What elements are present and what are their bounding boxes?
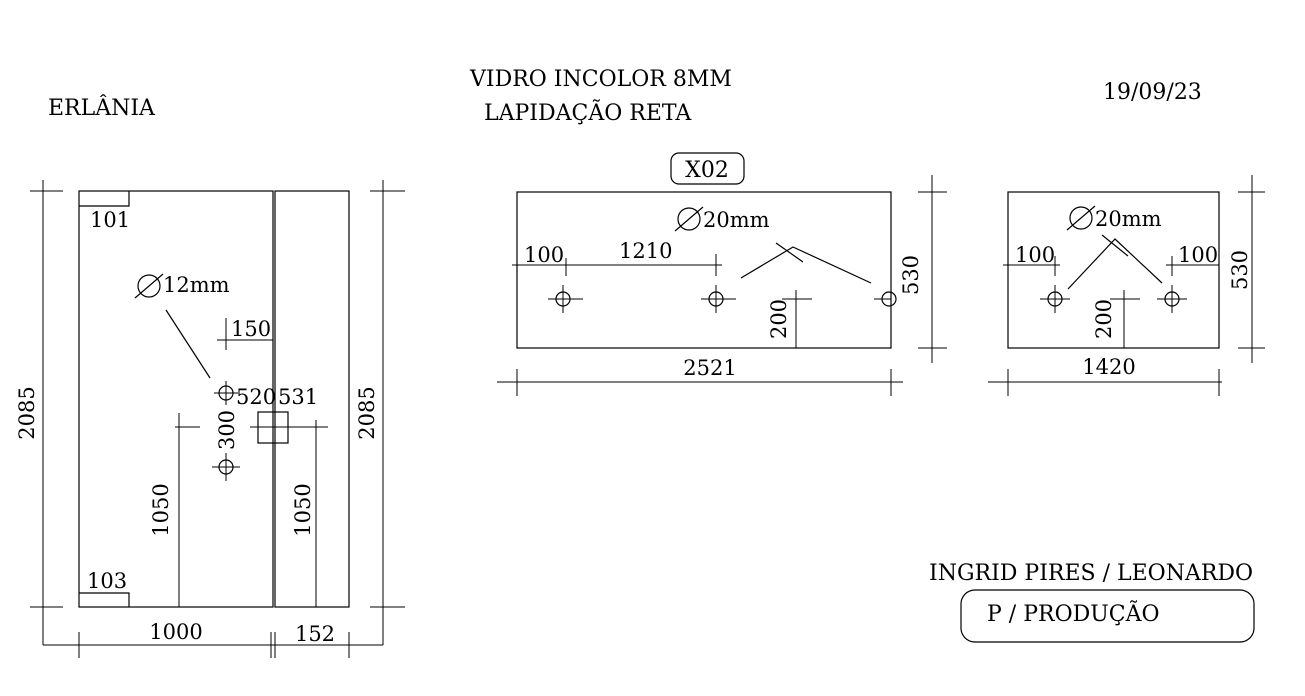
panel-small-outline [1007,191,1220,349]
dim-520-label: 520 [236,385,276,409]
diameter-symbol-icon [677,207,701,231]
diameter-symbol-icon [674,206,704,232]
dim-150-label: 150 [231,317,271,341]
diameter-symbol-icon [1069,206,1093,230]
dim-1050-left-label: 1050 [149,483,173,536]
height-left-label: 2085 [15,386,39,439]
dim-100-label: 100 [524,243,564,267]
diameter-symbol-icon [134,273,164,299]
diameter-symbol-icon [1066,205,1096,231]
dim-200-label: 200 [1092,299,1116,339]
dim-100-left-label: 100 [1015,243,1055,267]
height-label: 530 [899,255,923,295]
panel-x02: X02 20mm 100 1210 200 530 [497,152,947,396]
production-stamp-box [960,589,1255,643]
panel-small: 20mm 100 100 200 530 1420 [988,175,1265,396]
width-main-label: 1000 [149,620,202,644]
width-side-label: 152 [295,622,335,646]
height-label: 530 [1228,250,1252,290]
hinge-bottom-label: 103 [87,569,127,593]
panel-x02-hole-label: 20mm [703,208,770,232]
door-assembly: 101 103 2085 2085 1000 152 12mm 150 5 [15,180,405,658]
material-label: VIDRO INCOLOR 8MM [469,67,732,92]
date-label: 19/09/23 [1103,80,1202,105]
hinge-cutout-bottom [79,592,130,607]
panel-tag-label: X02 [685,158,729,183]
people-label: INGRID PIRES / LEONARDO [929,561,1253,586]
door-panel-outline [78,190,274,608]
hole-leader-line [1067,238,1163,290]
dim-1210-label: 1210 [619,239,672,263]
dim-300-label: 300 [215,410,239,450]
finish-label: LAPIDAÇÃO RETA [484,98,692,126]
dim-531-label: 531 [278,385,318,409]
panel-x02-outline [516,191,892,349]
hinge-cutout-top [79,191,130,207]
hole-leader-line [775,242,804,263]
width-label: 1420 [1082,355,1135,379]
hole-leader-line [740,246,872,284]
dim-200-label: 200 [767,299,791,339]
side-panel-outline [274,190,350,608]
dim-1050-right-label: 1050 [291,483,315,536]
dim-100-right-label: 100 [1178,243,1218,267]
hole-leader-line [165,309,211,379]
panel-tag-box [670,152,745,185]
hole-leader-line [1101,234,1129,257]
panel-small-hole-label: 20mm [1095,207,1162,231]
width-label: 2521 [683,356,736,380]
height-right-label: 2085 [355,386,379,439]
client-name: ERLÂNIA [48,94,156,121]
door-hole-label: 12mm [163,273,230,297]
diameter-symbol-icon [137,274,161,298]
production-stamp-label: P / PRODUÇÃO [987,599,1160,627]
hinge-top-label: 101 [90,208,130,232]
